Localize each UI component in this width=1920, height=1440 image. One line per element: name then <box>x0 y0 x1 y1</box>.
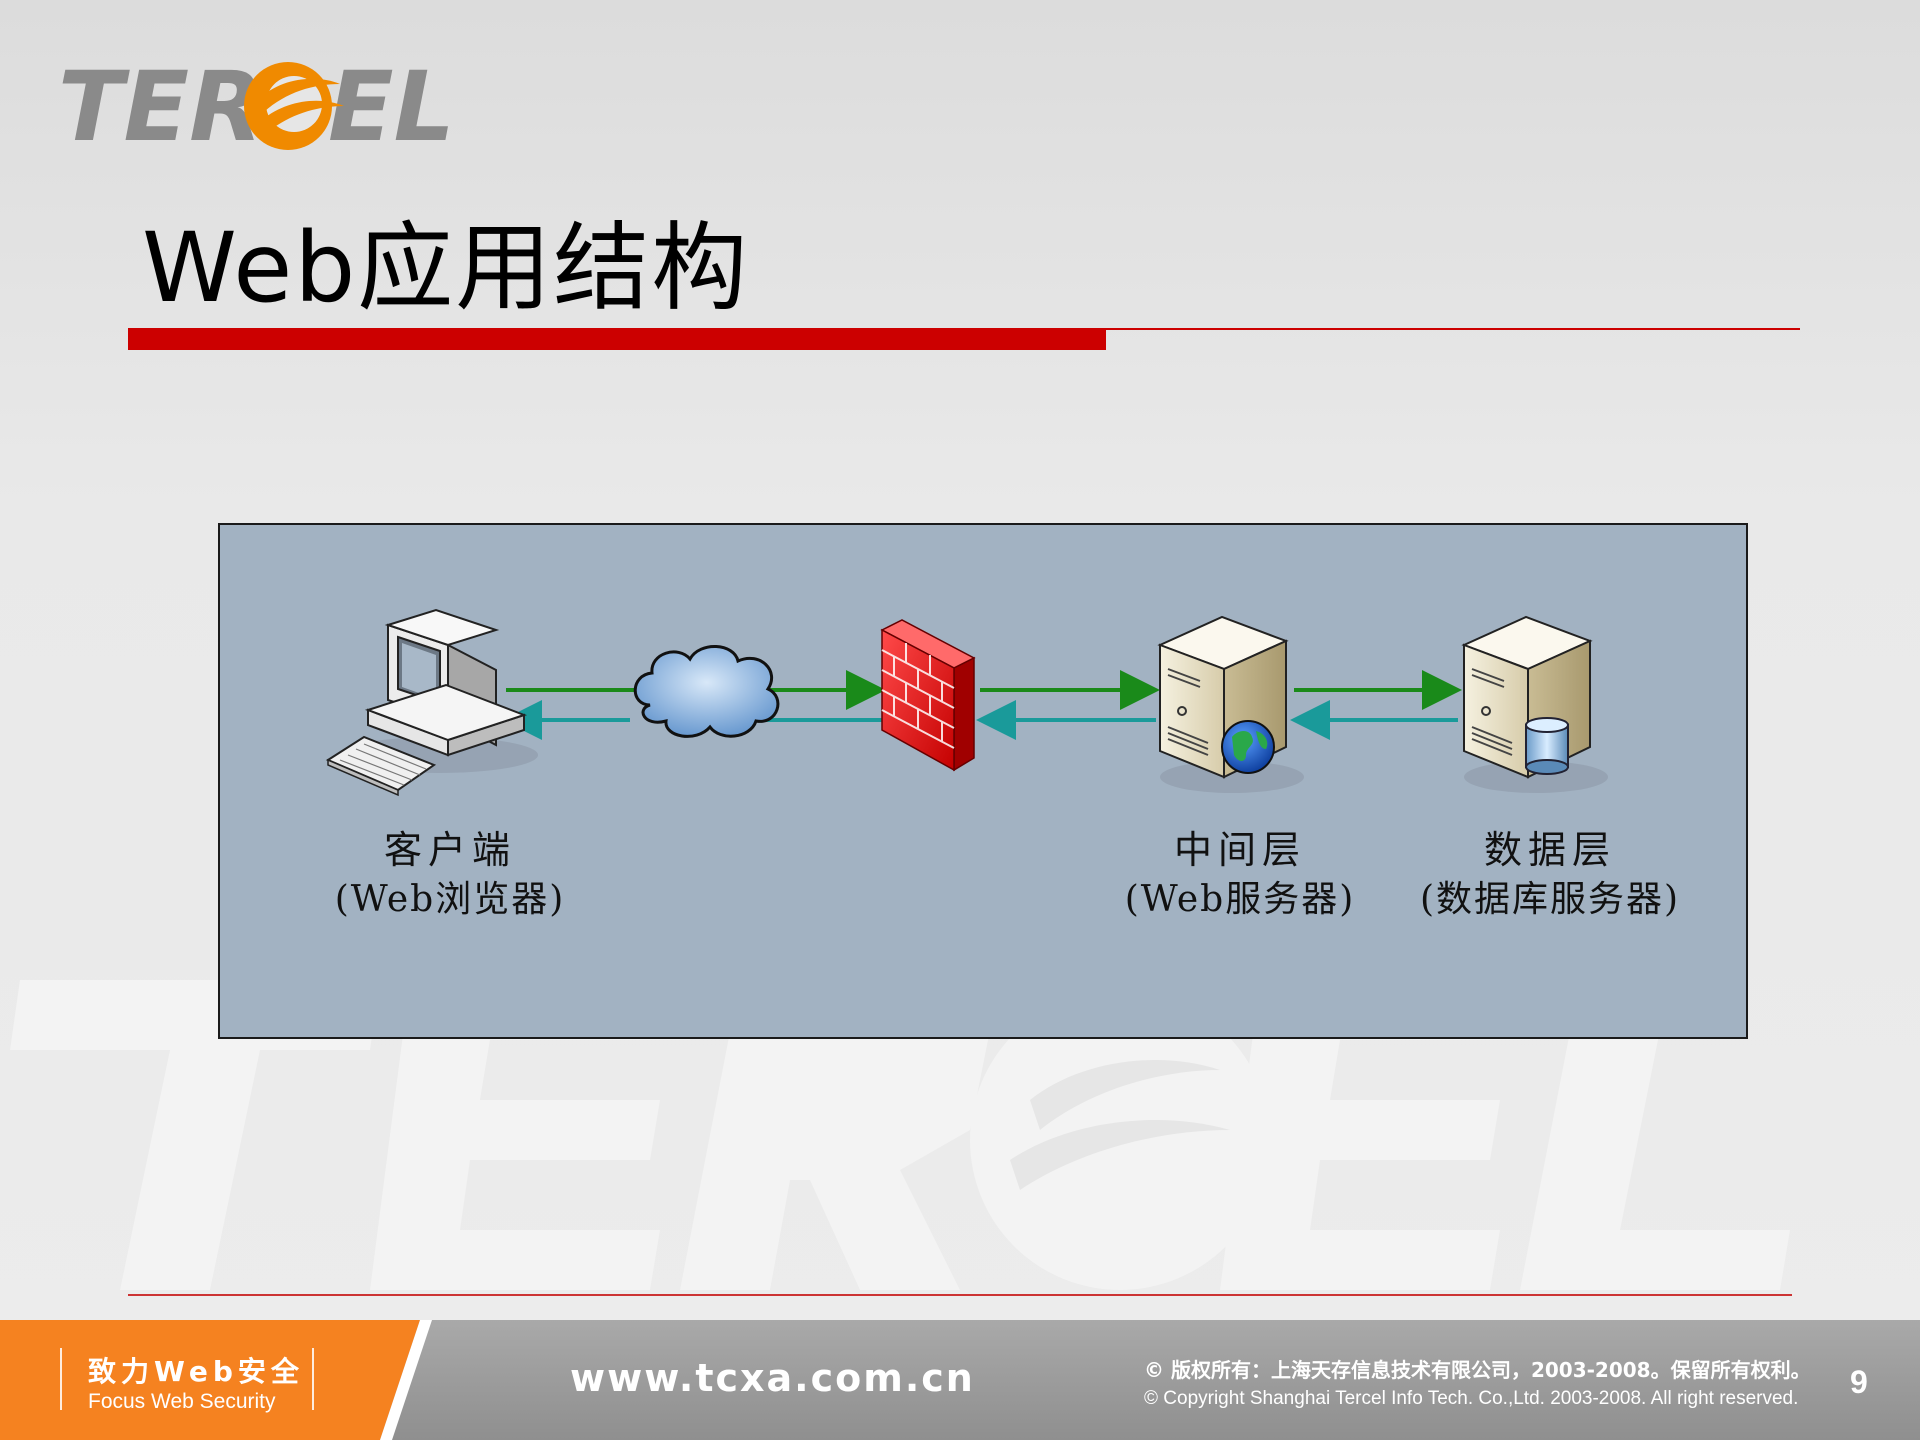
logo-swoosh-icon <box>244 62 344 150</box>
website-link[interactable]: www.tcxa.com.cn <box>570 1356 975 1400</box>
slogan-divider-right <box>312 1348 314 1410</box>
client-title: 客户端 <box>383 828 516 872</box>
logo-text-right: EL <box>328 51 455 158</box>
page-title: Web应用结构 <box>142 212 750 324</box>
title-underline-thin <box>1106 328 1800 330</box>
data-tier-label: 数据层 (数据库服务器) <box>1400 825 1700 925</box>
slogan-chinese: 致力Web安全 <box>88 1355 304 1388</box>
tercel-watermark <box>10 980 1790 1290</box>
architecture-diagram: 客户端 (Web浏览器) 中间层 (Web服务器) 数据层 (数据库服务器) <box>218 523 1748 1039</box>
slogan-divider-left <box>60 1348 62 1410</box>
globe-icon <box>1221 720 1275 774</box>
footer-orange-band <box>0 1320 432 1440</box>
footer-bar: 致力Web安全 Focus Web Security www.tcxa.com.… <box>0 1320 1920 1440</box>
client-label: 客户端 (Web浏览器) <box>300 825 600 925</box>
page-number: 9 <box>1850 1364 1868 1400</box>
client-subtitle: (Web浏览器) <box>334 879 566 920</box>
database-cylinder-icon <box>1525 717 1569 775</box>
database-server-icon <box>1461 615 1608 793</box>
data-tier-subtitle: (数据库服务器) <box>1419 879 1681 920</box>
desktop-computer-icon <box>325 608 538 797</box>
slogan-english: Focus Web Security <box>88 1390 276 1413</box>
copyright-english: © Copyright Shanghai Tercel Info Tech. C… <box>1144 1388 1799 1409</box>
title-underline-thick <box>128 328 1106 350</box>
middle-tier-title: 中间层 <box>1173 828 1306 872</box>
connection-arrows <box>502 670 1462 740</box>
cloud-icon <box>633 645 780 738</box>
logo-text-left: TER <box>58 51 263 158</box>
footer-divider <box>128 1294 1792 1296</box>
data-tier-title: 数据层 <box>1483 828 1616 872</box>
firewall-icon <box>880 619 976 772</box>
diagram-canvas <box>325 608 1608 797</box>
tercel-logo: TER EL <box>58 51 455 158</box>
copyright-chinese: © 版权所有：上海天存信息技术有限公司，2003-2008。保留所有权利。 <box>1144 1358 1811 1382</box>
middle-tier-label: 中间层 (Web服务器) <box>1090 825 1390 925</box>
middle-tier-subtitle: (Web服务器) <box>1124 879 1356 920</box>
web-server-icon <box>1157 615 1304 793</box>
